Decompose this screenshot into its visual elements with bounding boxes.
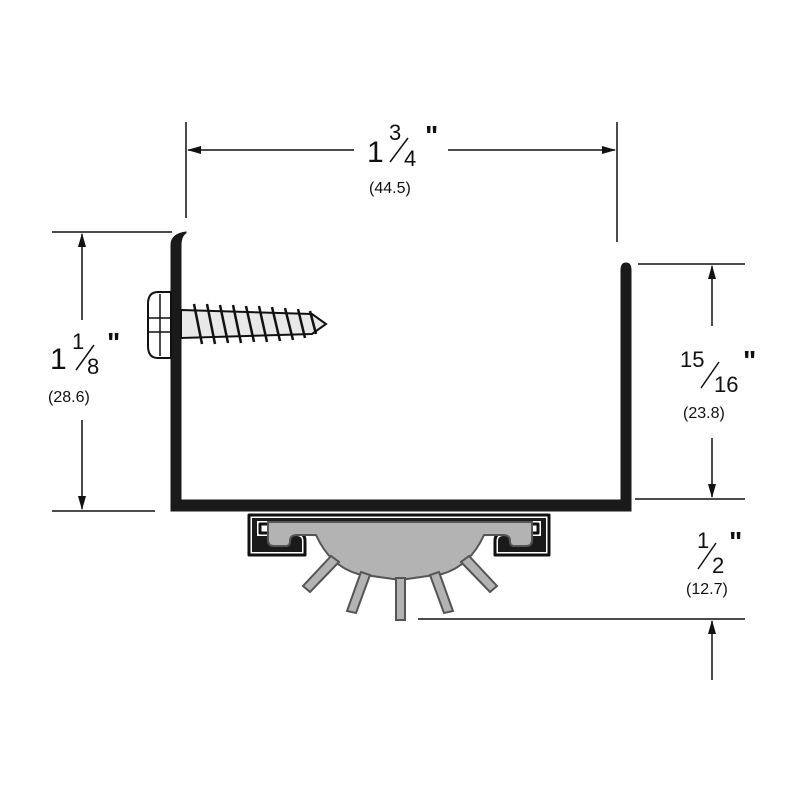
left-height-dimension [52, 231, 172, 512]
width-unit: " [425, 120, 438, 151]
left-height-numerator: 1 [72, 329, 84, 354]
left-height-denominator: 8 [87, 354, 99, 379]
sweep-unit: " [729, 526, 742, 557]
width-metric: (44.5) [369, 180, 411, 197]
sweep-label: 1 2 " (12.7) [686, 526, 742, 598]
u-channel-profile [170, 231, 632, 512]
right-height-unit: " [743, 345, 756, 376]
sweep-numerator: 1 [697, 528, 709, 553]
sweep-denominator: 2 [712, 553, 724, 578]
left-height-whole: 1 [50, 343, 67, 376]
screw-icon [147, 291, 328, 359]
sweep-insert [267, 521, 533, 621]
left-height-label: 1 1 8 " (28.6) [48, 327, 120, 406]
right-height-label: 15 16 " (23.8) [680, 345, 756, 422]
width-denominator: 4 [404, 146, 416, 171]
sweep-dimension [418, 618, 745, 680]
width-whole: 1 [367, 136, 384, 169]
retainer-channel-fill [252, 518, 546, 552]
right-height-metric: (23.8) [683, 405, 725, 422]
sweep-metric: (12.7) [686, 581, 728, 598]
right-height-denominator: 16 [714, 372, 738, 397]
right-height-dimension [635, 263, 745, 500]
right-height-numerator: 15 [680, 347, 704, 372]
width-dimension [185, 122, 618, 242]
width-numerator: 3 [389, 120, 401, 145]
left-height-unit: " [107, 327, 120, 358]
left-height-metric: (28.6) [48, 389, 90, 406]
width-label: 1 3 4 " (44.5) [367, 120, 438, 197]
